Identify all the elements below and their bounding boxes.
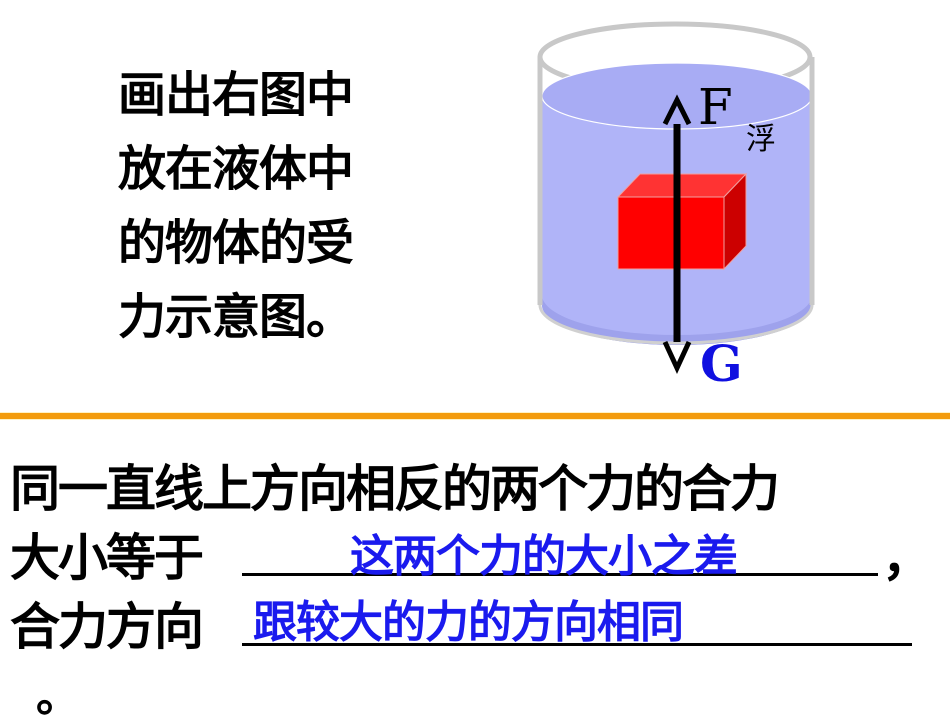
statement-line-1: 同一直线上方向相反的两个力的合力 — [10, 459, 780, 518]
answer-1: 这两个力的大小之差 — [350, 531, 738, 582]
question-prompt: 画出右图中 放在液体中 的物体的受 力示意图。 — [118, 58, 418, 354]
prompt-line-3: 的物体的受 — [118, 215, 354, 271]
answer-blank-2 — [242, 643, 912, 646]
gravity-label: G — [700, 334, 743, 393]
prompt-line-2: 放在液体中 — [118, 141, 354, 197]
comma: ， — [882, 528, 932, 587]
force-diagram: F 浮 G — [528, 0, 838, 400]
period: 。 — [36, 671, 80, 722]
statement-line-3-prefix: 合力方向 — [10, 597, 204, 656]
buoyant-force-label: F — [698, 78, 733, 136]
beaker-with-block-illustration — [537, 21, 815, 374]
answer-2: 跟较大的力的方向相同 — [253, 597, 684, 648]
answer-blank-1 — [242, 573, 878, 576]
buoyant-force-subscript: 浮 — [746, 122, 776, 157]
statement-line-2-prefix: 大小等于 — [10, 528, 204, 587]
section-divider — [0, 413, 950, 419]
prompt-line-1: 画出右图中 — [118, 67, 354, 123]
red-block-icon — [616, 172, 748, 271]
prompt-line-4: 力示意图。 — [118, 289, 354, 345]
